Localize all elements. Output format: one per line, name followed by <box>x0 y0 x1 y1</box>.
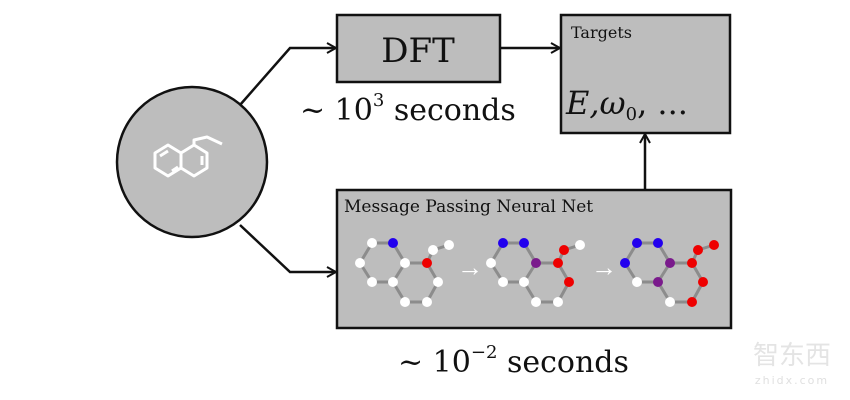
atom-purple <box>531 258 541 268</box>
atom-blue <box>519 238 529 248</box>
atom-white <box>531 297 541 307</box>
atom-red <box>422 258 432 268</box>
atom-red <box>709 240 719 250</box>
atom-white <box>355 258 365 268</box>
atom-white <box>400 297 410 307</box>
atom-white <box>400 258 410 268</box>
atom-white <box>519 277 529 287</box>
atom-white <box>367 277 377 287</box>
atom-white <box>444 240 454 250</box>
atom-white <box>632 277 642 287</box>
atom-white <box>428 245 438 255</box>
atom-white <box>498 277 508 287</box>
mpnn-time: ~ 10−2 seconds <box>398 342 629 380</box>
molecule-stage-3 <box>620 238 719 307</box>
step-arrow-2: → <box>591 253 617 282</box>
atom-red <box>553 258 563 268</box>
atom-white <box>486 258 496 268</box>
mpnn-title: Message Passing Neural Net <box>344 197 593 217</box>
step-arrow-1: → <box>457 253 483 282</box>
atom-white <box>575 240 585 250</box>
atom-blue <box>632 238 642 248</box>
watermark-url: zhidx.com <box>755 374 829 387</box>
atom-red <box>693 245 703 255</box>
dft-box <box>335 13 502 84</box>
atom-red <box>687 297 697 307</box>
atom-white <box>367 238 377 248</box>
dft-label: DFT <box>381 31 455 71</box>
targets-box <box>559 13 732 135</box>
atom-blue <box>498 238 508 248</box>
targets-values: E,ω0, ... <box>565 84 688 125</box>
atom-white <box>388 277 398 287</box>
atom-red <box>564 277 574 287</box>
watermark-logo: 智东西 <box>753 341 831 371</box>
atom-red <box>698 277 708 287</box>
molecule-stage-1 <box>355 238 454 307</box>
atom-purple <box>665 258 675 268</box>
atom-red <box>559 245 569 255</box>
molecule-icon <box>153 135 223 178</box>
targets-title: Targets <box>571 23 632 42</box>
molecule-stage-2 <box>486 238 585 307</box>
atom-blue <box>388 238 398 248</box>
arrow-molecule-to-dft <box>239 48 336 106</box>
arrow-molecule-to-mpnn <box>239 224 336 272</box>
atom-white <box>553 297 563 307</box>
atom-white <box>422 297 432 307</box>
dft-time: ~ 103 seconds <box>300 90 516 128</box>
mpnn-molecule-stages <box>355 238 719 307</box>
atom-red <box>687 258 697 268</box>
input-molecule-node <box>115 85 269 239</box>
atom-blue <box>620 258 630 268</box>
atom-purple <box>653 277 663 287</box>
atom-white <box>433 277 443 287</box>
atom-white <box>665 297 675 307</box>
atom-blue <box>653 238 663 248</box>
